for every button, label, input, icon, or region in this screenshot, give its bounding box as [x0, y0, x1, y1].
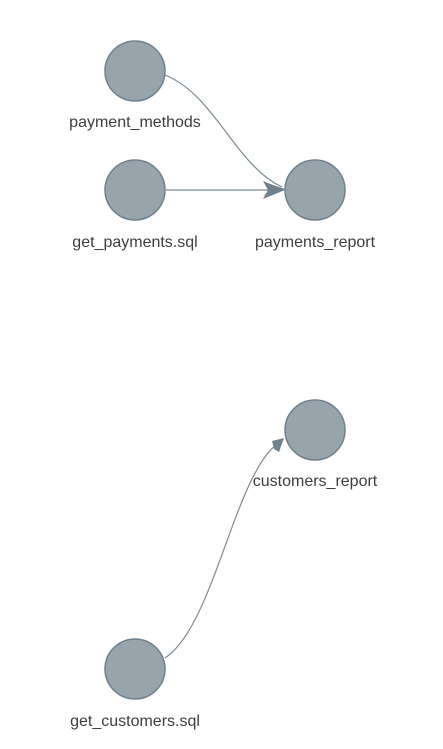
node-customers-report[interactable]: customers_report: [253, 399, 378, 490]
edge-get-payments-to-payments-report: [166, 181, 285, 199]
node-label: get_customers.sql: [70, 713, 200, 730]
node-circle[interactable]: [284, 159, 346, 221]
nodes: payment_methods get_payments.sql payment…: [69, 40, 378, 730]
node-circle[interactable]: [284, 399, 346, 461]
edge-payment-methods-to-payments-report: [164, 74, 285, 196]
node-circle[interactable]: [104, 638, 166, 700]
node-circle[interactable]: [104, 40, 166, 102]
node-label: get_payments.sql: [72, 234, 197, 251]
node-label: customers_report: [253, 473, 378, 490]
node-get-customers[interactable]: get_customers.sql: [70, 638, 200, 730]
edges: [164, 74, 285, 659]
node-label: payments_report: [255, 234, 376, 251]
node-payments-report[interactable]: payments_report: [255, 159, 376, 251]
node-circle[interactable]: [104, 159, 166, 221]
node-get-payments[interactable]: get_payments.sql: [72, 159, 198, 251]
node-label: payment_methods: [69, 114, 201, 131]
edge-get-customers-to-customers-report: [164, 438, 284, 659]
node-payment-methods[interactable]: payment_methods: [69, 40, 201, 131]
